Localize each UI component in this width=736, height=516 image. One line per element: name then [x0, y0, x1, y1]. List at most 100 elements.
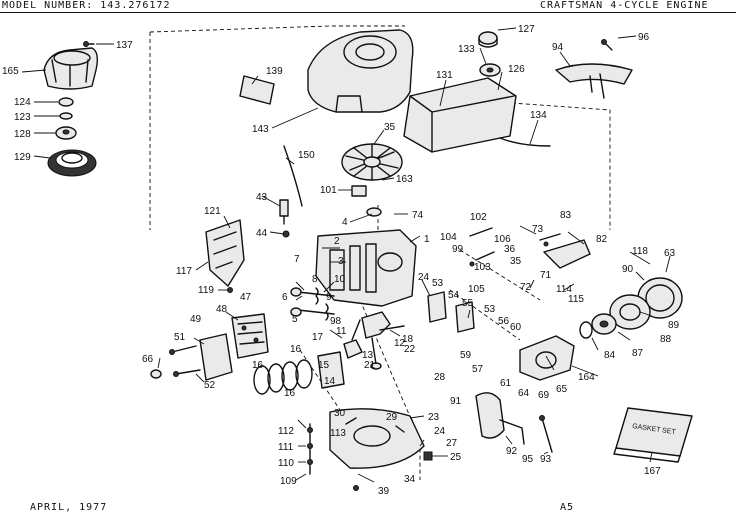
drain-plug [423, 451, 433, 461]
callout-134: 134 [530, 110, 547, 121]
muffler [475, 392, 525, 445]
leader-lines [21, 27, 671, 483]
callout-27: 27 [446, 438, 458, 449]
callout-94: 94 [552, 42, 564, 53]
callout-109: 109 [280, 476, 297, 487]
starter-pulley [55, 126, 77, 140]
callout-52: 52 [204, 380, 216, 391]
callout-110: 110 [278, 458, 294, 469]
callout-16b: 16 [252, 360, 264, 371]
callout-43: 43 [256, 192, 268, 203]
cylinder-shroud [205, 219, 245, 287]
callout-106: 106 [494, 234, 511, 245]
callout-131: 131 [436, 70, 453, 81]
callout-129: 129 [14, 152, 31, 163]
callout-63: 63 [664, 248, 676, 259]
callout-53b: 53 [484, 304, 496, 315]
breather-plate [199, 333, 233, 381]
callout-102: 102 [470, 212, 487, 223]
callout-96: 96 [638, 32, 650, 43]
air-baffle [555, 63, 633, 99]
callout-23: 23 [428, 412, 440, 423]
callout-44: 44 [256, 228, 268, 239]
callout-16a: 16 [290, 344, 302, 355]
callout-39: 39 [378, 486, 390, 497]
callout-34: 34 [404, 474, 416, 485]
callout-95: 95 [522, 454, 534, 465]
fuel-tank [403, 77, 517, 153]
shroud-screw [227, 287, 233, 293]
callout-90: 90 [622, 264, 634, 275]
footer-page-code: A5 [560, 502, 575, 513]
callout-164: 164 [578, 372, 595, 383]
callout-51: 51 [174, 332, 186, 343]
crankshaft [361, 311, 405, 370]
air-cleaner-base [591, 313, 617, 335]
callout-119: 119 [198, 285, 214, 296]
callout-54: 54 [448, 290, 460, 301]
head-bolt [169, 345, 197, 355]
gasket-set-booklet: GASKET SET [613, 407, 693, 463]
callout-82: 82 [596, 234, 608, 245]
callout-55: 55 [462, 298, 474, 309]
piston [317, 351, 345, 389]
fuel-filler-neck [479, 63, 501, 77]
flywheel [341, 143, 403, 181]
callout-128: 128 [14, 129, 31, 140]
callout-103: 103 [474, 262, 491, 273]
model-number: MODEL NUMBER: 143.276172 [2, 0, 171, 11]
callout-99: 99 [452, 244, 464, 255]
cylinder-block [315, 229, 417, 307]
callout-111: 111 [278, 442, 294, 453]
callout-71: 71 [540, 270, 552, 281]
fuel-cap [478, 31, 498, 48]
callout-30: 30 [334, 408, 346, 419]
starter-washer [58, 97, 74, 120]
callout-121: 121 [204, 206, 221, 217]
callout-24b: 24 [434, 426, 446, 437]
oil-sump-base [329, 408, 425, 469]
starter-bolt [83, 41, 95, 47]
flywheel-nut [366, 207, 382, 217]
callout-91: 91 [450, 396, 462, 407]
recoil-starter-housing [43, 47, 99, 90]
callout-16c: 16 [284, 388, 296, 399]
callout-25: 25 [450, 452, 462, 463]
callout-35: 35 [384, 122, 396, 133]
starter-spring-ring [47, 149, 97, 177]
callout-48: 48 [216, 304, 228, 315]
callout-98: 98 [330, 316, 342, 327]
valve-spring-set [290, 287, 335, 321]
callout-84: 84 [604, 350, 616, 361]
callout-labels: 137 165 124 123 128 129 139 143 131 133 … [2, 24, 680, 497]
callout-28: 28 [434, 372, 446, 383]
callout-24: 24 [418, 272, 430, 283]
callout-15: 15 [318, 360, 330, 371]
spark-plug [279, 199, 289, 225]
callout-93: 93 [540, 454, 552, 465]
callout-101: 101 [320, 185, 337, 196]
header-rule [0, 12, 736, 13]
callout-14: 14 [324, 376, 336, 387]
cylinder-head [231, 313, 269, 359]
callout-60: 60 [510, 322, 522, 333]
callout-105: 105 [468, 284, 485, 295]
callout-163: 163 [396, 174, 413, 185]
callout-18: 18 [402, 334, 414, 345]
callout-12: 12 [394, 338, 406, 349]
assembly-dashed-lines [149, 25, 611, 480]
callout-118: 118 [632, 246, 648, 257]
callout-56: 56 [498, 316, 510, 327]
connecting-rod [343, 319, 363, 359]
callout-2: 2 [334, 236, 340, 247]
callout-53: 53 [432, 278, 444, 289]
callout-17: 17 [312, 332, 324, 343]
callout-83: 83 [560, 210, 572, 221]
callout-114: 114 [556, 284, 572, 295]
callout-117: 117 [176, 266, 192, 277]
callout-112: 112 [278, 426, 294, 437]
callout-57: 57 [472, 364, 484, 375]
callout-126: 126 [508, 64, 525, 75]
callout-64: 64 [518, 388, 530, 399]
callout-5: 5 [292, 314, 298, 325]
